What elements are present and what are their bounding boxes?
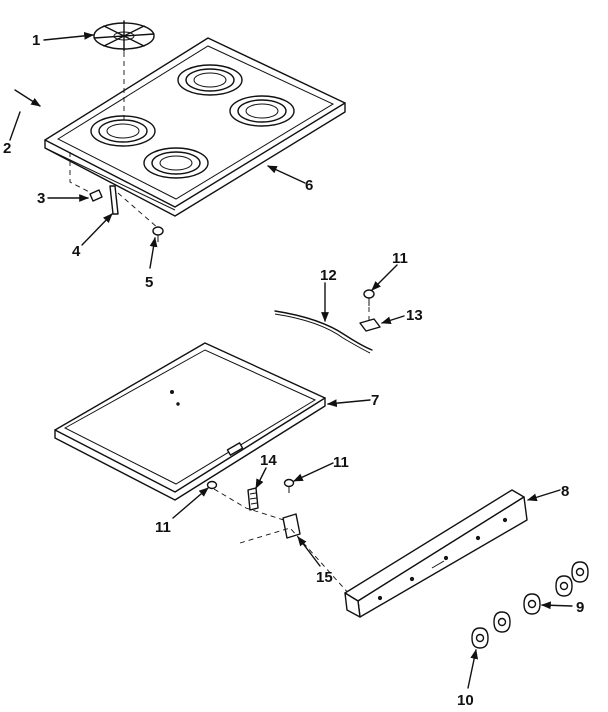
top-panel bbox=[54, 342, 326, 501]
screw-right bbox=[283, 478, 295, 493]
callout-6: 6 bbox=[305, 177, 313, 194]
burner-opening-rear-right bbox=[229, 95, 295, 127]
burner-opening-front-left bbox=[90, 115, 156, 147]
part-15-bracket bbox=[282, 513, 301, 539]
callout-11-left: 11 bbox=[155, 519, 171, 536]
knob-1 bbox=[471, 627, 489, 649]
part-5-screw bbox=[152, 226, 164, 242]
cooktop-main-top bbox=[44, 37, 346, 217]
part-4-bracket bbox=[109, 185, 119, 215]
callout-9: 9 bbox=[576, 599, 584, 616]
callout-1: 1 bbox=[32, 32, 40, 49]
callout-4: 4 bbox=[72, 243, 81, 260]
callout-3: 3 bbox=[37, 190, 45, 207]
hardware-leader-dash-2 bbox=[117, 192, 159, 229]
burner-opening-front-right bbox=[143, 147, 209, 179]
callout-8: 8 bbox=[561, 483, 569, 500]
callout-7: 7 bbox=[371, 392, 379, 409]
callout-13: 13 bbox=[406, 307, 423, 324]
knob-2 bbox=[493, 611, 511, 633]
manifold-dash bbox=[239, 527, 351, 596]
knob-3 bbox=[523, 593, 541, 615]
callout-14: 14 bbox=[260, 452, 277, 469]
hardware-leader-dash-1 bbox=[69, 152, 98, 197]
part-3-clip bbox=[89, 189, 103, 202]
callout-2: 2 bbox=[3, 140, 11, 157]
burner-tube bbox=[274, 310, 373, 354]
knob-5 bbox=[571, 561, 589, 583]
callout-15: 15 bbox=[316, 569, 333, 586]
bracket-13 bbox=[359, 318, 381, 332]
panel-hardware-dash bbox=[213, 488, 291, 523]
callout-10: 10 bbox=[457, 692, 474, 709]
leader-lines bbox=[9, 31, 573, 689]
burner-opening-rear-left bbox=[177, 64, 243, 96]
knob-4 bbox=[555, 575, 573, 597]
burner-grate bbox=[93, 20, 155, 52]
callout-5: 5 bbox=[145, 274, 153, 291]
manifold-panel bbox=[344, 489, 528, 618]
callout-11-upper: 11 bbox=[392, 250, 408, 267]
screw-upper bbox=[363, 289, 375, 306]
screw-panel-left bbox=[206, 480, 218, 490]
part-2-arrow bbox=[14, 89, 41, 107]
callout-12: 12 bbox=[320, 267, 337, 284]
callout-11-right: 11 bbox=[333, 454, 349, 471]
part-14-clip bbox=[247, 487, 259, 511]
